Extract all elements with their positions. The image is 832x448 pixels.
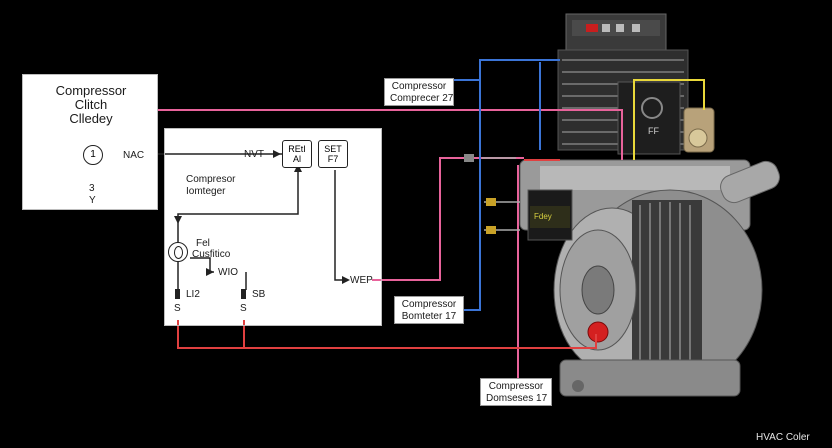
clutch-title-line-2: Clitch: [74, 97, 108, 112]
set-label-line-1: SET: [324, 144, 342, 154]
clutch-title-line-3: Clledey: [69, 111, 113, 126]
control-circuit-box: [164, 128, 382, 326]
callout-top-line-1: Compressor: [391, 81, 447, 92]
wire-blue-main: [450, 59, 560, 81]
footer-caption: HVAC Coler: [756, 432, 810, 443]
pressure-switch-circle: [168, 242, 188, 262]
integrator-label-line-2: Iomteger: [186, 186, 226, 197]
connector-block-label: Fdey: [534, 212, 552, 221]
callout-bottom-line-2: Domseses 17: [486, 393, 548, 404]
wep-label: WEP: [350, 275, 373, 286]
clutch-arrow-label: NAC: [123, 150, 145, 161]
callout-top: Compressor Comprecer 27: [384, 78, 454, 106]
nvt-label: NVT: [244, 149, 264, 160]
wire-pink-wep: [372, 157, 524, 281]
integrator-label-line-1: Compresor: [186, 174, 236, 185]
wire-red-bottom: [177, 320, 597, 349]
wire-blue-vertical: [458, 62, 481, 311]
wire-yellow: [633, 79, 705, 160]
clutch-bottom-glyph: 3: [89, 183, 95, 194]
pin-1-label: LI2: [186, 289, 200, 300]
switch-label-line-2: Cusfitico: [192, 249, 231, 260]
clutch-terminal-circle: 1: [83, 145, 103, 165]
clutch-terminal-label: 1: [90, 149, 96, 160]
pin-1-marker: [175, 289, 180, 299]
compressor-clutch-box: Compressor Clitch Clledey 1 NAC 3 Y: [22, 74, 158, 210]
callout-middle-line-2: Bomteter 17: [401, 311, 457, 322]
set-label-line-2: F7: [327, 154, 339, 164]
relay-label-line-2: Al: [292, 154, 301, 164]
wires: [156, 59, 705, 380]
compressor-illustration: [519, 13, 780, 397]
pin-2-glyph: S: [240, 303, 247, 314]
clutch-title-line-1: Compressor: [55, 83, 127, 98]
relay-box: REtI Al: [282, 140, 312, 168]
clutch-bottom-sub: Y: [89, 195, 96, 206]
callout-middle: Compressor Bomteter 17: [394, 296, 464, 324]
wire-pink-top: [156, 109, 623, 160]
set-box: SET F7: [318, 140, 348, 168]
pin-1-glyph: S: [174, 303, 181, 314]
callout-middle-line-1: Compressor: [401, 299, 457, 310]
pin-2-marker: [241, 289, 246, 299]
switch-label-line-1: Fel: [196, 238, 210, 249]
wio-label: WIO: [218, 267, 238, 278]
relay-label-line-1: REtI: [288, 144, 306, 154]
pin-2-label: SB: [252, 289, 266, 300]
callout-bottom-line-1: Compressor: [488, 381, 544, 392]
callout-top-line-2: Comprecer 27: [390, 93, 454, 104]
valve-ff-label: FF: [648, 126, 659, 136]
callout-bottom: Compressor Domseses 17: [480, 378, 552, 406]
